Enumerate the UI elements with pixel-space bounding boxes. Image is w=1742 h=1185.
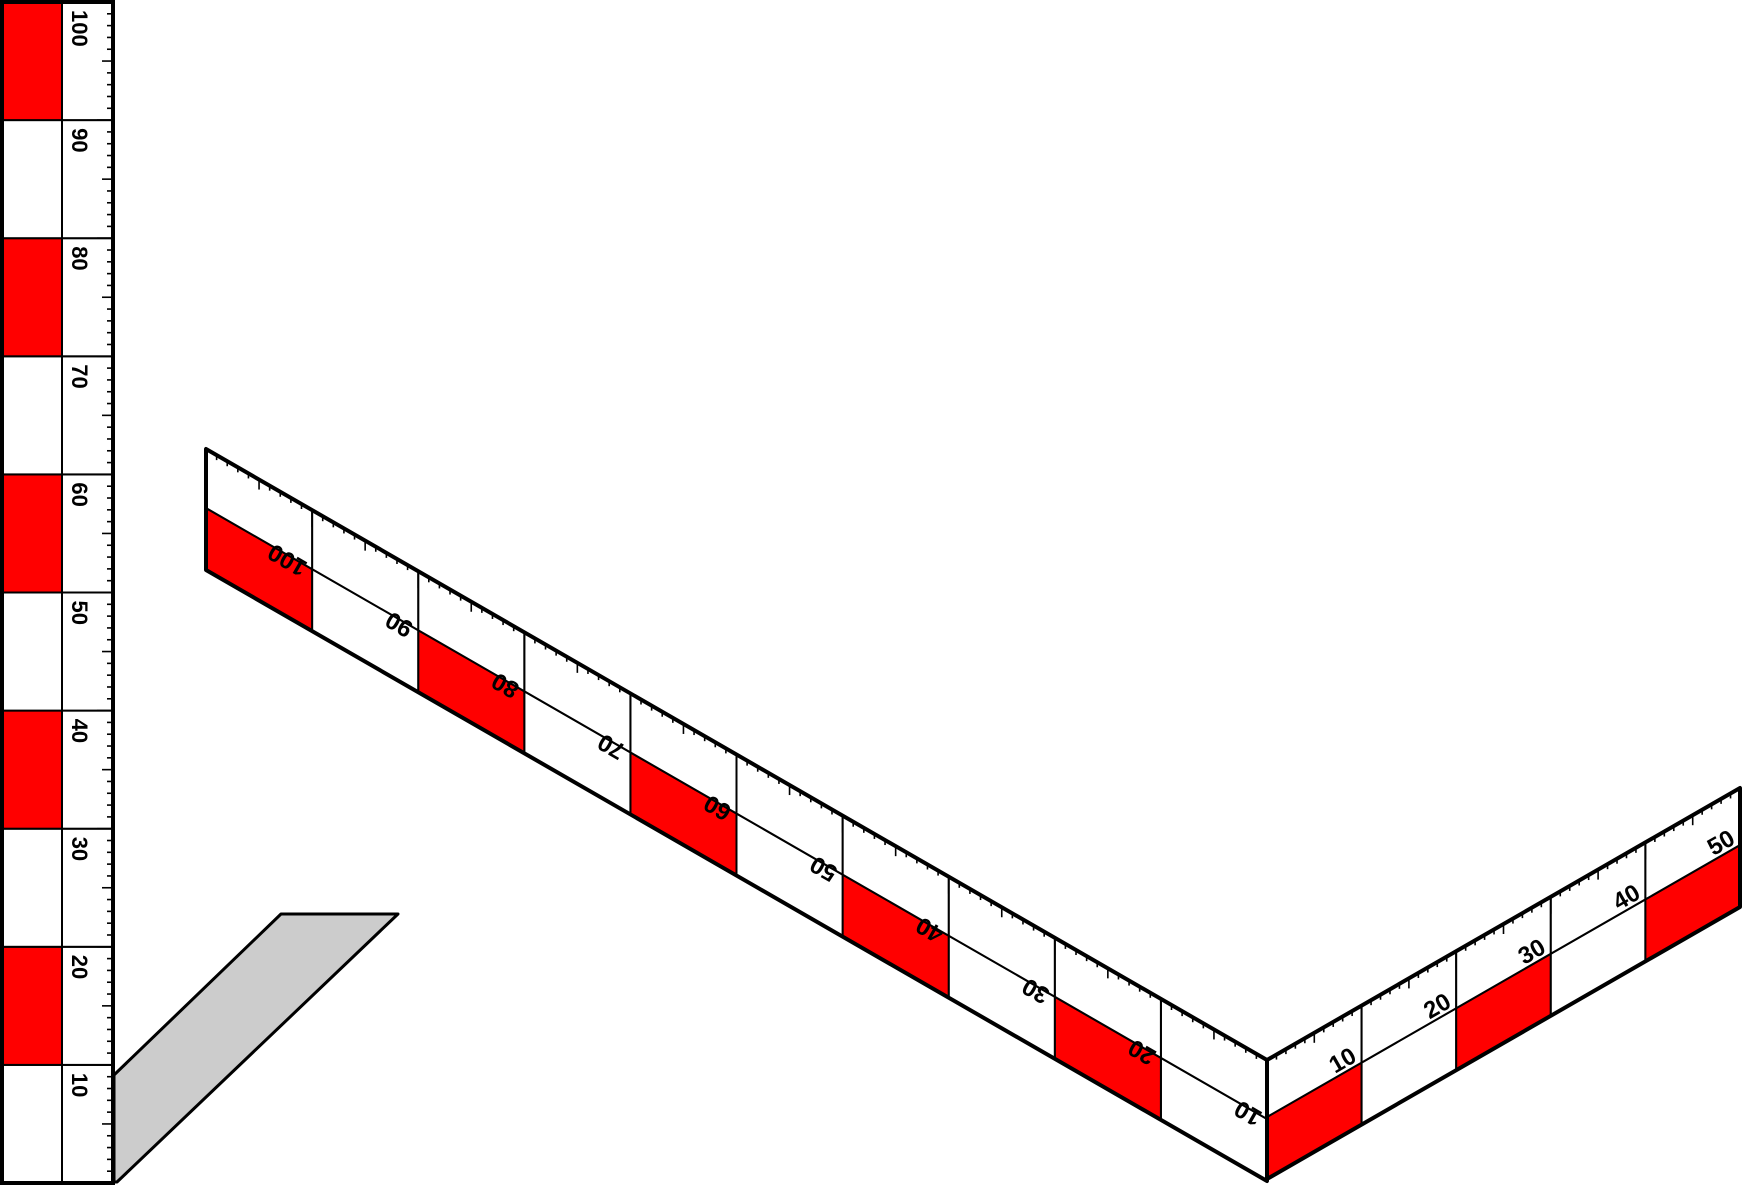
band-segment [1, 1, 63, 122]
band-segment [1, 473, 63, 594]
band-segment [1, 1063, 63, 1185]
band-segment [1, 709, 63, 830]
band-segment [1, 355, 63, 476]
vertical-scale-label: 90 [67, 128, 92, 152]
band-segment [1, 591, 63, 712]
vertical-scale-label: 50 [67, 601, 92, 625]
vertical-scale-frame [0, 0, 115, 1185]
scale-frame [1265, 786, 1742, 1181]
vertical-scale-label: 20 [67, 955, 92, 979]
vertical-scale-label: 60 [67, 482, 92, 506]
vertical-scale: 10 20 30 40 50 60 70 80 90 100 [0, 0, 115, 1185]
vertical-scale-label: 30 [67, 837, 92, 861]
vertical-scale-label: 10 [67, 1073, 92, 1097]
band-segment [1, 945, 63, 1066]
vertical-scale-label: 40 [67, 719, 92, 743]
band-segment [1, 119, 63, 240]
flap-shape [112, 912, 400, 1184]
band-segment [1, 237, 63, 358]
vertical-scale-label: 70 [67, 364, 92, 388]
vertical-scale-label: 100 [67, 10, 92, 47]
vertical-scale-label: 80 [67, 246, 92, 270]
band-segment [1, 827, 63, 948]
shadow-flap [112, 912, 400, 1184]
tick-strip-cell [61, 1, 114, 122]
